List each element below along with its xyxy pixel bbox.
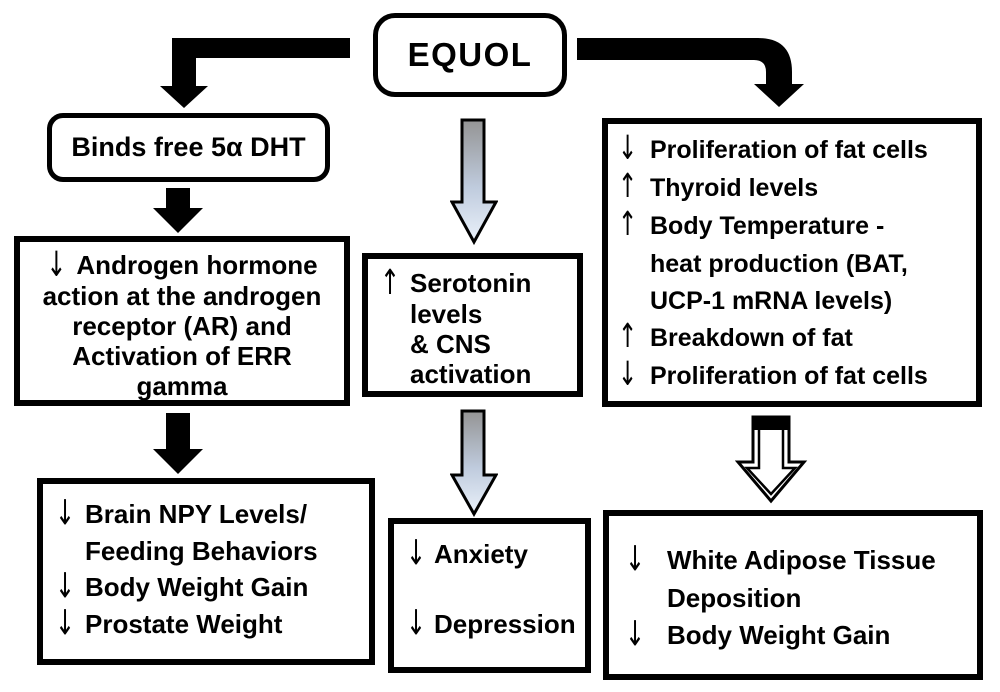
androgen-line: Activation of ERR [20,341,344,371]
effect-text: Breakdown of fat [650,324,853,352]
androgen-text: action at the androgen [42,281,322,311]
effect-line: ↓ White Adipose Tissue [625,538,975,580]
effect-text: Body Temperature - [650,212,885,240]
effect-text: Deposition [667,583,802,613]
equol-box: EQUOL [373,13,567,97]
effect-line: ↓ Brain NPY Levels/ [55,493,365,534]
effect-text: Serotonin [410,268,532,298]
effect-line: ↓ Prostate Weight [55,603,365,644]
effect-text: Brain NPY Levels/ [85,499,308,529]
effect-line: Feeding Behaviors [55,533,365,569]
brain-npy-box: ↓ Brain NPY Levels/ Feeding Behaviors ↓ … [37,478,375,665]
effect-text: Thyroid levels [650,174,819,202]
effect-line: levels [380,299,575,329]
binds-dht-box: Binds free 5α DHT [47,113,330,182]
down-arrow-glyph: ↓ [625,613,646,655]
effect-line: ↓ Proliferation of fat cells [618,356,974,396]
androgen-text: Androgen hormone [76,250,318,280]
effect-line: heat production (BAT, [618,246,974,283]
effect-text: levels [410,299,483,329]
androgen-text: gamma [136,371,228,401]
down-arrow-glyph: ↓ [55,565,76,607]
effect-text: Body Weight Gain [85,572,309,602]
effect-line: ↓ Proliferation of fat cells [618,130,974,170]
effect-text: Anxiety [434,539,528,569]
effect-text: activation [410,359,532,389]
effect-line: & CNS [380,329,575,359]
white-adipose-box: ↓ White Adipose Tissue Deposition ↓ Body… [603,510,983,680]
up-arrow-glyph: ↑ [380,262,401,303]
androgen-text: receptor (AR) and [72,311,292,341]
gradient-arrow-serotonin-to-anxiety [450,409,498,517]
fat-effects-box: ↓ Proliferation of fat cells ↑ Thyroid l… [602,118,982,407]
effect-text: UCP-1 mRNA levels) [650,287,893,315]
effect-line: activation [380,359,575,389]
androgen-line: gamma [20,371,344,401]
effect-line: ↑ Breakdown of fat [618,318,974,358]
effect-text: White Adipose Tissue [667,545,936,575]
anxiety-depression-box: ↓ Anxiety ↓ Depression [388,518,591,673]
equol-label: EQUOL [407,36,533,73]
elbow-arrow-equol-to-fat-effects [577,38,804,107]
effect-line: ↑ Serotonin [380,262,575,303]
binds-dht-label: Binds free 5α DHT [71,132,306,162]
androgen-line: receptor (AR) and [20,311,344,341]
up-arrow-glyph: ↑ [618,167,638,206]
up-arrow-glyph: ↑ [618,205,638,244]
hollow-arrow-fat-effects-to-white-adipose [735,415,808,504]
down-arrow-glyph: ↓ [55,492,76,534]
effect-line: ↑ Body Temperature - [618,206,974,246]
effect-text: Depression [434,609,576,639]
effect-line: Deposition [625,580,975,617]
serotonin-cns-box: ↑ Serotonin levels & CNS activation [362,253,583,397]
effect-line: ↑ Thyroid levels [618,168,974,208]
effect-text: & CNS [410,329,491,359]
elbow-arrow-equol-to-binds [160,38,350,108]
block-arrow-androgen-to-brain-npy [153,413,203,474]
effect-text: heat production (BAT, [650,250,908,278]
androgen-line: ↓ Androgen hormone [20,244,344,285]
down-arrow-glyph: ↓ [406,532,427,574]
down-arrow-glyph: ↓ [618,355,638,394]
effect-text: Prostate Weight [85,609,283,639]
effect-text: Body Weight Gain [667,620,891,650]
down-arrow-glyph: ↓ [625,538,646,580]
effect-line: ↓ Body Weight Gain [625,613,975,655]
effect-line: ↓ Anxiety [406,533,583,574]
up-arrow-glyph: ↑ [618,317,638,356]
effect-text: Proliferation of fat cells [650,362,928,390]
androgen-action-box: ↓ Androgen hormone action at the androge… [14,236,350,406]
down-arrow-glyph: ↓ [618,129,638,168]
effect-line: ↓ Depression [406,603,583,644]
effect-line: ↓ Body Weight Gain [55,566,365,607]
effect-text: Feeding Behaviors [85,536,318,566]
down-arrow-glyph: ↓ [55,602,76,644]
effect-text: Proliferation of fat cells [650,136,928,164]
effect-line: UCP-1 mRNA levels) [618,283,974,320]
gradient-arrow-equol-to-serotonin [450,118,498,245]
androgen-line: action at the androgen [20,281,344,311]
down-arrow-glyph: ↓ [406,602,427,644]
block-arrow-binds-to-androgen [153,188,203,233]
androgen-text: Activation of ERR [72,341,292,371]
down-arrow-glyph: ↓ [46,244,67,285]
